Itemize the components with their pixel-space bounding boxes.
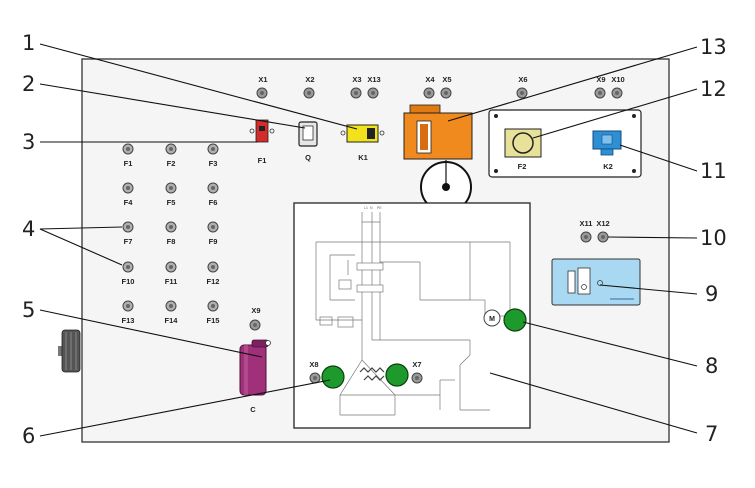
terminal-x5[interactable]: X5 (440, 75, 452, 99)
callout-7: 7 (705, 422, 718, 446)
callout-2: 2 (22, 72, 35, 96)
terminal-x12[interactable]: X12 (596, 219, 610, 243)
svg-text:F1: F1 (124, 159, 133, 168)
relay-module-box (488, 109, 642, 178)
fuse-f2[interactable]: F2 (165, 143, 177, 168)
callout-4: 4 (22, 217, 35, 241)
contactor-k1[interactable]: K1 (340, 124, 385, 162)
fuse-f10[interactable]: F10 (122, 261, 135, 286)
fuse-f4[interactable]: F4 (122, 182, 134, 207)
terminal-x6[interactable]: X6 (516, 75, 528, 99)
callout-10: 10 (700, 226, 727, 250)
terminal-x3[interactable]: X3 (350, 75, 362, 99)
callout-11: 11 (700, 159, 727, 183)
callout-6: 6 (22, 424, 35, 448)
callout-numbers: 1 2 3 4 5 6 7 8 9 10 11 12 13 (22, 31, 727, 448)
svg-text:F6: F6 (209, 198, 218, 207)
timer-unit[interactable] (403, 104, 473, 160)
callout-8: 8 (705, 354, 718, 378)
green-button-8[interactable] (503, 308, 527, 332)
left-rotary-knob[interactable] (58, 329, 81, 373)
svg-text:F12: F12 (207, 277, 220, 286)
fuse-f11[interactable]: F11 (165, 261, 178, 286)
fuse-grid: F1 F2 F3 F4 F5 F6 F7 F8 F9 F10 F11 F12 F… (122, 143, 220, 325)
callout-3: 3 (22, 130, 35, 154)
motor-label: M (489, 316, 495, 323)
terminal-x13[interactable]: X13 (367, 75, 381, 99)
relay-k2[interactable]: K2 (592, 130, 622, 171)
green-button-x7[interactable] (385, 363, 409, 387)
relay-label: K2 (603, 162, 613, 171)
terminal-label: X10 (611, 75, 624, 84)
schematic-text: PE (377, 206, 382, 210)
schematic-panel: L1 N PE M (293, 202, 531, 429)
callout-1: 1 (22, 31, 35, 55)
terminal-label: X1 (258, 75, 267, 84)
breaker-label: F1 (258, 156, 267, 165)
svg-text:F7: F7 (124, 237, 133, 246)
svg-text:F2: F2 (167, 159, 176, 168)
terminal-x8[interactable]: X8 (309, 360, 321, 384)
fuse-f14[interactable]: F14 (165, 300, 179, 325)
fuse-f12[interactable]: F12 (207, 261, 220, 286)
terminal-label: X8 (309, 360, 318, 369)
terminal-label: X7 (412, 360, 421, 369)
svg-text:F10: F10 (122, 277, 135, 286)
fuse-f13[interactable]: F13 (122, 300, 135, 325)
fuse-f5[interactable]: F5 (165, 182, 177, 207)
terminal-label: X9 (251, 306, 260, 315)
terminal-label: X6 (518, 75, 527, 84)
terminal-x11[interactable]: X11 (580, 219, 593, 243)
fuse-f6[interactable]: F6 (207, 182, 219, 207)
terminal-x10[interactable]: X10 (611, 75, 625, 99)
terminal-x9-top[interactable]: X9 (594, 75, 606, 99)
svg-text:F11: F11 (165, 277, 178, 286)
svg-text:F5: F5 (167, 198, 176, 207)
relay-f2[interactable]: F2 (504, 128, 542, 171)
fuse-f15[interactable]: F15 (207, 300, 220, 325)
fuse-f8[interactable]: F8 (165, 221, 177, 246)
terminal-label: X3 (352, 75, 361, 84)
contactor-label: K1 (358, 153, 368, 162)
green-button-6[interactable] (321, 365, 345, 389)
terminal-x2[interactable]: X2 (303, 75, 315, 99)
callout-5: 5 (22, 298, 35, 322)
fuse-f1[interactable]: F1 (122, 143, 134, 168)
callout-12: 12 (700, 77, 727, 101)
terminal-label: X5 (442, 75, 451, 84)
terminal-label: X13 (367, 75, 380, 84)
terminal-x1[interactable]: X1 (256, 75, 268, 99)
fuse-f9[interactable]: F9 (207, 221, 219, 246)
motor-symbol: M (483, 309, 501, 327)
terminal-label: X12 (596, 219, 609, 228)
terminal-x7[interactable]: X7 (411, 360, 423, 384)
svg-text:F9: F9 (209, 237, 218, 246)
socket-module[interactable] (551, 258, 641, 306)
svg-text:F4: F4 (124, 198, 134, 207)
terminal-label: X9 (596, 75, 605, 84)
svg-text:F14: F14 (165, 316, 179, 325)
fuse-f3[interactable]: F3 (207, 143, 219, 168)
callout-9: 9 (705, 282, 718, 306)
svg-text:F3: F3 (209, 159, 218, 168)
relay-label: F2 (518, 162, 527, 171)
schematic-text: L1 (364, 206, 368, 210)
terminal-x4[interactable]: X4 (423, 75, 435, 99)
terminal-label: X2 (305, 75, 314, 84)
terminal-label: X4 (425, 75, 435, 84)
capacitor-label: C (250, 405, 256, 414)
svg-text:F8: F8 (167, 237, 176, 246)
svg-text:F15: F15 (207, 316, 220, 325)
breaker-f1[interactable]: F1 (249, 119, 275, 165)
fuse-f7[interactable]: F7 (122, 221, 134, 246)
switch-label: Q (305, 153, 311, 162)
schematic-text: N (370, 206, 373, 210)
callout-13: 13 (700, 35, 727, 59)
terminal-label: X11 (580, 219, 593, 228)
svg-text:F13: F13 (122, 316, 135, 325)
capacitor-c[interactable]: C (239, 339, 271, 414)
terminal-x9[interactable]: X9 (249, 306, 261, 331)
callout-leaders (39, 43, 698, 437)
